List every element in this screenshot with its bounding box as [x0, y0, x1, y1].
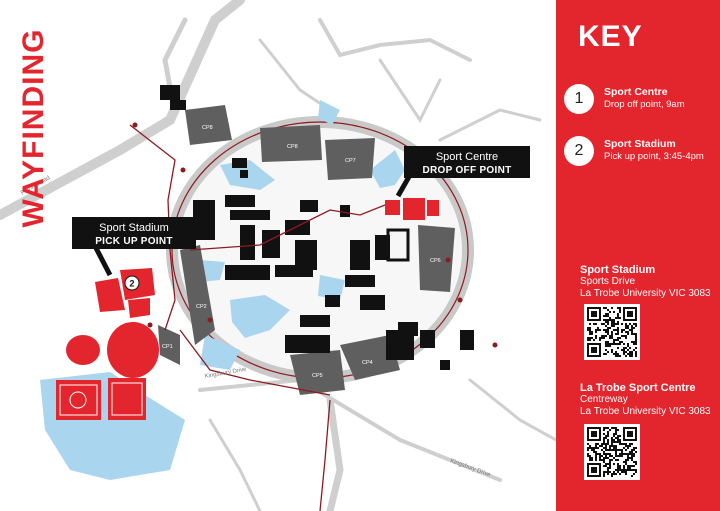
address-name: Sport Stadium	[580, 264, 656, 276]
callout-name: Sport Stadium	[99, 222, 169, 234]
qr-code-icon	[587, 427, 637, 477]
sport-stadium-callout: Sport Stadium PICK UP POINT	[72, 217, 196, 249]
cp-label: CP7	[345, 158, 356, 164]
buildings	[160, 85, 474, 370]
pickup-marker[interactable]: 2	[124, 275, 140, 291]
dropoff-pointer	[395, 173, 413, 198]
address-sport-stadium: Sport Stadium Sports Drive La Trobe Univ…	[580, 264, 720, 300]
sport-stadium-area	[56, 268, 159, 420]
qr-code-icon	[587, 307, 637, 357]
address-sport-centre: La Trobe Sport Centre Centreway La Trobe…	[580, 382, 720, 418]
key-item-desc: Pick up point, 3:45-4pm	[604, 151, 704, 162]
cp-label: CP8	[202, 125, 213, 131]
wayfinding-title-text: WAYFINDING	[17, 28, 50, 228]
sport-centre-callout: Sport Centre DROP OFF POINT	[404, 146, 530, 178]
address-line1: Sports Drive	[580, 276, 636, 287]
cp-label: CP1	[162, 344, 173, 350]
roads	[0, 0, 556, 511]
car-parks	[158, 105, 455, 395]
key-item-sport-centre[interactable]: 1 Sport Centre Drop off point, 9am	[564, 84, 720, 118]
cp-label: CP2	[196, 304, 207, 310]
address-line2: La Trobe University VIC 3083	[580, 406, 711, 417]
wayfinding-title: WAYFINDING	[14, 18, 54, 238]
cp-label: CP8	[287, 144, 298, 150]
key-item-sport-stadium[interactable]: 2 Sport Stadium Pick up point, 3:45-4pm	[564, 136, 720, 170]
route-nodes	[132, 122, 498, 348]
pickup-pointer	[93, 246, 113, 277]
address-line1: Centreway	[580, 394, 628, 405]
key-panel: KEY 1 Sport Centre Drop off point, 9am 2…	[556, 0, 720, 511]
key-item-name: Sport Centre	[604, 86, 668, 98]
cp-label: CP4	[362, 360, 373, 366]
qr-code-sport-centre[interactable]	[584, 424, 640, 480]
cp-label: CP6	[430, 258, 441, 264]
callout-name: Sport Centre	[435, 151, 499, 163]
sport-centre-area	[385, 198, 439, 220]
key-title: KEY	[578, 20, 643, 53]
key-item-desc: Drop off point, 9am	[604, 99, 685, 110]
address-name: La Trobe Sport Centre	[580, 382, 696, 394]
callout-sub: DROP OFF POINT	[422, 165, 512, 176]
campus-map[interactable]: 2 Plenty Road Kingsbury Drive Kingsbury …	[0, 0, 556, 511]
address-line2: La Trobe University VIC 3083	[580, 288, 711, 299]
key-item-name: Sport Stadium	[604, 138, 676, 150]
cp-label: CP5	[312, 373, 323, 379]
pickup-marker-num: 2	[129, 279, 134, 289]
qr-code-sport-stadium[interactable]	[584, 304, 640, 360]
callout-sub: PICK UP POINT	[95, 236, 173, 247]
key-number: 2	[564, 136, 594, 166]
key-number: 1	[564, 84, 594, 114]
